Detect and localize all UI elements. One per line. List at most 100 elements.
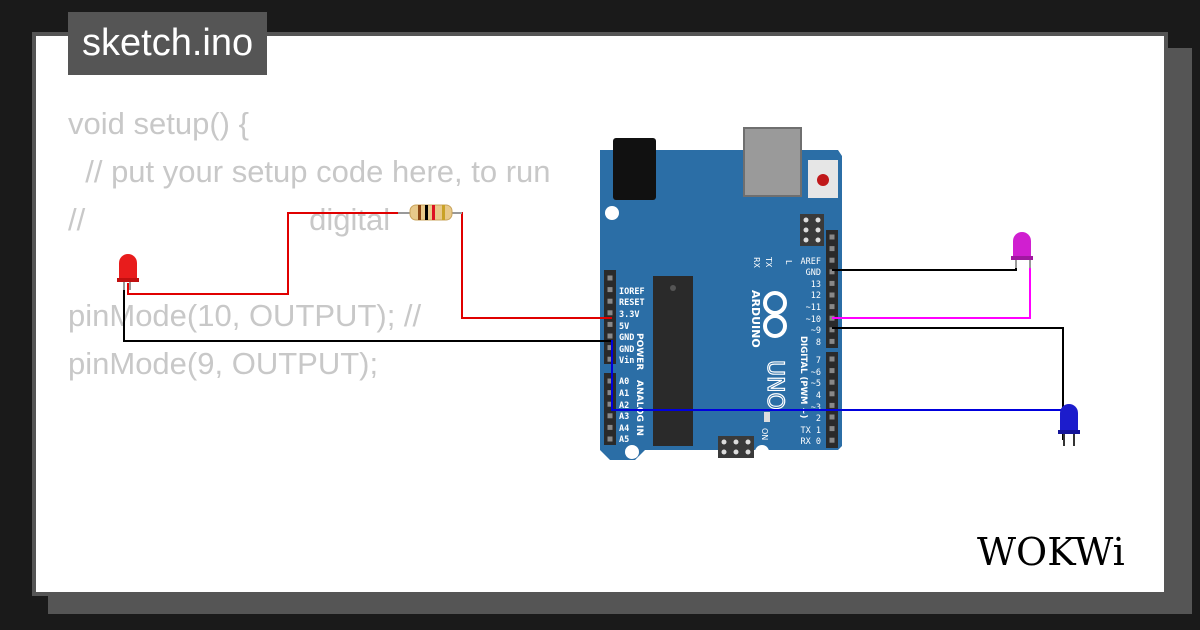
pin-hole[interactable]: [829, 356, 835, 362]
pin-hole[interactable]: [607, 345, 613, 351]
mounting-hole: [625, 445, 639, 459]
pin-hole[interactable]: [607, 356, 613, 362]
wire-magenta-pin10[interactable]: [832, 262, 1031, 319]
pin-hole[interactable]: [607, 378, 613, 384]
analog-pin-label: A2: [619, 401, 629, 411]
digital-pin-label: AREF: [801, 257, 821, 267]
wire-black-pink-led-to-gnd[interactable]: [832, 262, 1017, 271]
digital-pin-label: ~9: [811, 326, 821, 336]
mounting-hole: [755, 445, 769, 459]
pin-hole[interactable]: [829, 338, 835, 344]
digital-pin-label: ~6: [811, 368, 821, 378]
pin-hole[interactable]: [607, 310, 613, 316]
pin-hole[interactable]: [829, 304, 835, 310]
analog-pin-label: A4: [619, 424, 629, 434]
digital-pin-label: 12: [811, 291, 821, 301]
digital-pin-label: TX 1: [801, 426, 821, 436]
power-pin-label: 3.3V: [619, 310, 639, 320]
power-header-title: POWER: [634, 333, 644, 370]
digital-header-bottom: [826, 352, 838, 448]
pin-hole[interactable]: [829, 280, 835, 286]
wire-blue-gnd-to-blue-led[interactable]: [611, 340, 1070, 411]
pin-hole[interactable]: [607, 321, 613, 327]
digital-header-title: DIGITAL (PWM ~): [798, 336, 808, 418]
chip-notch: [670, 285, 676, 291]
analog-header-title: ANALOG IN: [634, 380, 644, 436]
pin-hole[interactable]: [607, 413, 613, 419]
reset-button-cap[interactable]: [817, 174, 829, 186]
power-pin-label: RESET: [619, 298, 645, 308]
digital-pin-label: 8: [816, 338, 821, 348]
analog-pin-label: A3: [619, 412, 629, 422]
pin-hole[interactable]: [829, 368, 835, 374]
analog-pin-label: A0: [619, 377, 629, 387]
power-pin-label: Vin: [619, 355, 634, 366]
pin-hole[interactable]: [607, 275, 613, 281]
pin-hole[interactable]: [607, 401, 613, 407]
pin-hole[interactable]: [607, 298, 613, 304]
pin-hole[interactable]: [829, 437, 835, 443]
digital-pin-label: 7: [816, 356, 821, 366]
analog-pin-label: A1: [619, 389, 629, 399]
wire-black-led-to-gnd[interactable]: [123, 283, 612, 342]
icsp-header-bottom: [718, 436, 754, 458]
led-blue[interactable]: [1058, 404, 1080, 446]
icsp-header-top: [800, 214, 824, 246]
wokwi-logo-text: WOKWi: [977, 530, 1125, 574]
usb-port: [743, 127, 802, 197]
uno-model-label: UNO: [762, 360, 787, 410]
rx-led-label: RX: [752, 257, 761, 269]
code-line: pinMode(9, OUTPUT);: [68, 346, 379, 381]
wire-black-pin9[interactable]: [832, 327, 1064, 440]
analog-pin-label: A5: [619, 435, 629, 445]
pin-hole[interactable]: [607, 424, 613, 430]
mounting-hole: [605, 206, 619, 220]
pin-hole[interactable]: [829, 391, 835, 397]
led-red[interactable]: [117, 254, 139, 290]
arduino-uno-board[interactable]: IOREF RESET 3.3V 5V GND GND Vin A0 A1 A2…: [600, 127, 842, 460]
pin-hole[interactable]: [829, 292, 835, 298]
digital-pin-label: ~10: [806, 315, 821, 325]
pin-hole[interactable]: [829, 327, 835, 333]
on-led: [764, 412, 770, 422]
pin-hole[interactable]: [607, 287, 613, 293]
digital-pin-label: RX 0: [801, 437, 821, 447]
pin-hole[interactable]: [829, 414, 835, 420]
pin-hole[interactable]: [607, 390, 613, 396]
atmega-chip: [653, 276, 693, 446]
digital-pin-label: ~5: [811, 379, 821, 389]
pin-hole[interactable]: [829, 379, 835, 385]
pin-hole[interactable]: [829, 402, 835, 408]
header-pin-holes: [607, 234, 835, 443]
wire-red-led-to-resistor[interactable]: [127, 212, 410, 295]
power-pin-label: 5V: [619, 322, 629, 332]
wokwi-logo: WOKWi: [977, 530, 1125, 574]
file-tab[interactable]: sketch.ino: [68, 12, 268, 75]
digital-pin-label: 13: [811, 280, 821, 290]
pin-hole[interactable]: [829, 426, 835, 432]
pin-hole[interactable]: [607, 333, 613, 339]
digital-pin-label: ~3: [811, 403, 821, 413]
power-pin-label: GND: [619, 345, 634, 355]
code-line: void setup() {: [68, 106, 249, 141]
l-led-label: L: [784, 260, 793, 265]
pin-hole[interactable]: [829, 257, 835, 263]
tx-led-label: TX: [764, 256, 773, 268]
wire-red-resistor-to-board[interactable]: [455, 212, 612, 319]
pin-hole[interactable]: [829, 246, 835, 252]
led-magenta[interactable]: [1011, 232, 1033, 268]
code-editor[interactable]: void setup() { // put your setup code he…: [68, 100, 551, 388]
power-pin-label: GND: [619, 333, 634, 343]
arduino-brand: ARDUINO: [749, 290, 762, 348]
digital-pin-label: 2: [816, 414, 821, 424]
pin-hole[interactable]: [829, 269, 835, 275]
digital-pin-label: GND: [806, 268, 821, 278]
digital-pin-label: ~11: [806, 303, 821, 313]
on-led-label: ON: [760, 428, 769, 440]
power-jack: [613, 138, 656, 200]
digital-pin-label: 4: [816, 391, 821, 401]
arduino-infinity-logo: [763, 291, 787, 338]
pin-hole[interactable]: [607, 436, 613, 442]
resistor[interactable]: [398, 204, 462, 221]
pin-hole[interactable]: [829, 234, 835, 240]
